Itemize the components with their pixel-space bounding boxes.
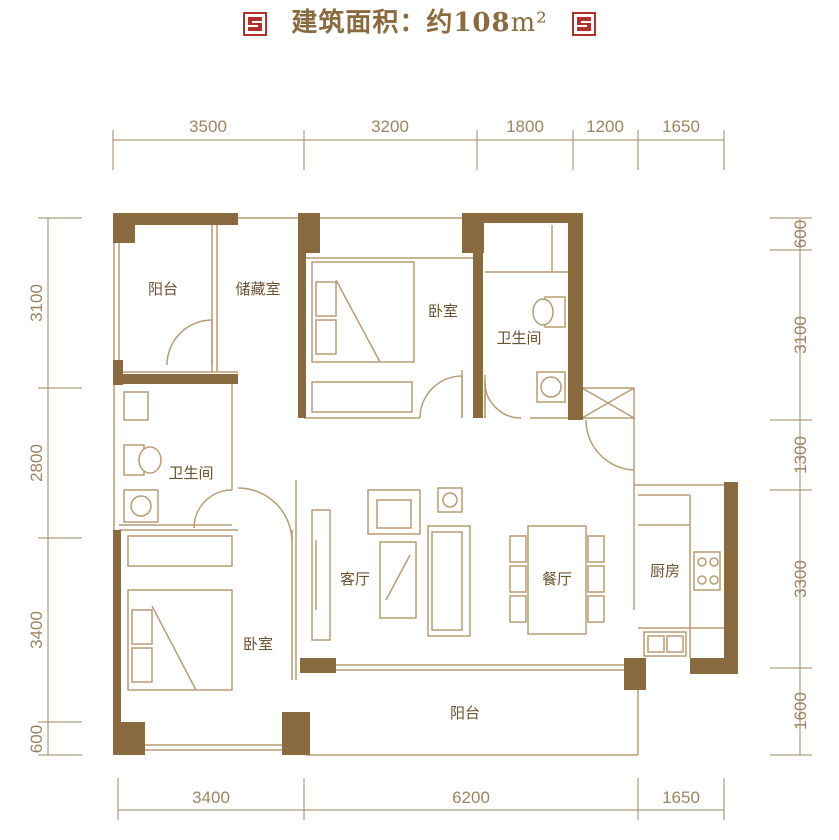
page-title: 建筑面积：约108m² <box>0 2 839 39</box>
dim-right-4: 3300 <box>791 560 810 598</box>
dim-left-4: 600 <box>27 725 46 753</box>
title-label: 建筑面积：约108 <box>291 8 511 38</box>
seal-icon-right <box>571 12 596 36</box>
room-bedroom-bottom: 卧室 <box>243 635 273 653</box>
dining-table <box>527 525 587 635</box>
dim-right-3: 1300 <box>791 436 810 474</box>
dim-top-1: 3500 <box>189 117 227 136</box>
room-balcony-bottom: 阳台 <box>450 704 480 722</box>
room-bath-right: 卫生间 <box>496 329 541 347</box>
dim-bottom-3: 1650 <box>662 788 700 807</box>
dim-top-5: 1650 <box>662 117 700 136</box>
room-bath-left: 卫生间 <box>168 464 213 482</box>
dim-left-3: 3400 <box>27 611 46 649</box>
dim-left-2: 2800 <box>27 444 46 482</box>
dim-left-1: 3100 <box>27 284 46 322</box>
title-unit: m² <box>510 8 548 38</box>
seal-icon-left <box>243 12 268 36</box>
dimension-top <box>112 130 725 170</box>
room-kitchen: 厨房 <box>650 562 680 580</box>
doors <box>166 319 635 543</box>
dimension-bottom <box>117 778 725 820</box>
wardrobe-top <box>311 381 413 413</box>
dimension-left <box>38 217 82 756</box>
dim-right-5: 1600 <box>791 692 810 730</box>
room-balcony-top: 阳台 <box>148 280 178 298</box>
room-storage: 储藏室 <box>235 280 280 298</box>
walls <box>113 213 738 755</box>
room-living: 客厅 <box>340 570 370 588</box>
dim-top-3: 1800 <box>506 117 544 136</box>
dimension-right <box>770 217 812 756</box>
room-bedroom-top: 卧室 <box>428 302 458 320</box>
coffee-table <box>379 541 417 619</box>
dim-bottom-1: 3400 <box>192 788 230 807</box>
washbasin-left <box>123 391 149 421</box>
dim-right-2: 3100 <box>791 316 810 354</box>
furniture <box>123 261 721 691</box>
dim-top-2: 3200 <box>371 117 409 136</box>
dim-top-4: 1200 <box>586 117 624 136</box>
stove-icon <box>693 551 721 591</box>
dim-bottom-2: 6200 <box>452 788 490 807</box>
room-dining: 餐厅 <box>542 570 572 588</box>
wardrobe-bottom <box>127 535 233 567</box>
dim-right-1: 600 <box>791 220 810 248</box>
